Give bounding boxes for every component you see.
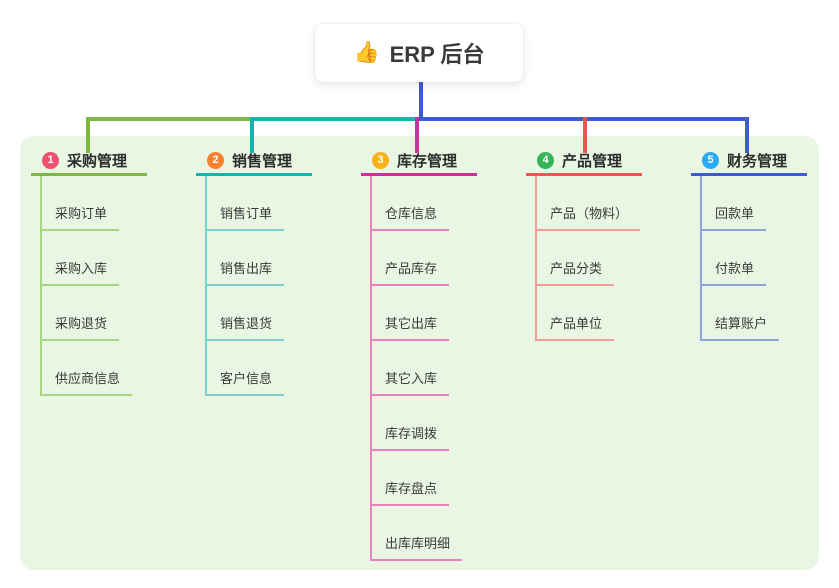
child-node: 其它出库 [372,286,477,341]
branch-title[interactable]: 5 财务管理 [691,147,807,176]
child-label[interactable]: 付款单 [702,258,767,286]
branch-title[interactable]: 1 采购管理 [31,147,147,176]
child-label[interactable]: 结算账户 [702,313,780,341]
child-label[interactable]: 采购退货 [42,313,120,341]
child-node: 产品（物料） [537,176,642,231]
child-node: 库存调拨 [372,396,477,451]
child-node: 产品库存 [372,231,477,286]
child-node: 销售出库 [207,231,312,286]
branch-title[interactable]: 4 产品管理 [526,147,642,176]
child-label[interactable]: 采购入库 [42,258,120,286]
branch-badge: 1 [42,151,59,169]
branch-node: 3 库存管理 仓库信息 产品库存 其它出库 其它入库 库存调拨 库存盘点 出库库… [361,147,477,561]
branch-connector-drop [415,117,419,153]
child-node: 库存盘点 [372,451,477,506]
branch-badge: 3 [372,151,389,169]
branch-node: 5 财务管理 回款单 付款单 结算账户 [691,147,807,341]
child-node: 产品单位 [537,286,642,341]
child-label[interactable]: 产品（物料） [537,203,641,231]
child-label[interactable]: 采购订单 [42,203,120,231]
branch-badge: 4 [537,151,554,169]
branch-node: 1 采购管理 采购订单 采购入库 采购退货 供应商信息 [31,147,147,396]
branch-children: 仓库信息 产品库存 其它出库 其它入库 库存调拨 库存盘点 出库库明细 [370,176,477,561]
child-node: 采购入库 [42,231,147,286]
branch-connector-drop [86,117,90,153]
branch-badge: 2 [207,151,224,169]
branch-connector-drop [250,117,254,153]
child-node: 销售退货 [207,286,312,341]
branch-label: 库存管理 [397,152,458,170]
child-node: 仓库信息 [372,176,477,231]
child-label[interactable]: 出库库明细 [372,533,463,561]
child-label[interactable]: 库存调拨 [372,423,450,451]
child-node: 其它入库 [372,341,477,396]
child-node: 回款单 [702,176,807,231]
child-node: 产品分类 [537,231,642,286]
connector-bar-left [86,117,252,121]
child-label[interactable]: 客户信息 [207,368,285,396]
branch-children: 采购订单 采购入库 采购退货 供应商信息 [40,176,147,396]
branch-badge: 5 [702,151,719,169]
child-label[interactable]: 库存盘点 [372,478,450,506]
branch-node: 2 销售管理 销售订单 销售出库 销售退货 客户信息 [196,147,312,396]
branch-label: 产品管理 [562,152,623,170]
thumbs-up-icon: 👍 [353,41,380,64]
branch-connector-drop [583,117,587,153]
child-label[interactable]: 其它出库 [372,313,450,341]
branch-node: 4 产品管理 产品（物料） 产品分类 产品单位 [526,147,642,341]
connector-bar-middle [250,117,419,121]
child-node: 供应商信息 [42,341,147,396]
root-connector-line [419,82,423,120]
child-node: 付款单 [702,231,807,286]
branch-title[interactable]: 2 销售管理 [196,147,312,176]
branch-children: 回款单 付款单 结算账户 [700,176,807,341]
branch-children: 产品（物料） 产品分类 产品单位 [535,176,642,341]
child-label[interactable]: 销售出库 [207,258,285,286]
child-label[interactable]: 仓库信息 [372,203,450,231]
root-node[interactable]: 👍 ERP 后台 [315,24,523,82]
child-label[interactable]: 产品库存 [372,258,450,286]
child-label[interactable]: 产品分类 [537,258,615,286]
child-node: 采购订单 [42,176,147,231]
root-node-label: ERP 后台 [389,42,485,67]
child-node: 出库库明细 [372,506,477,561]
child-label[interactable]: 产品单位 [537,313,615,341]
branch-label: 财务管理 [727,152,788,170]
child-node: 采购退货 [42,286,147,341]
branch-title[interactable]: 3 库存管理 [361,147,477,176]
branch-connector-drop [745,117,749,153]
child-label[interactable]: 其它入库 [372,368,450,396]
child-node: 结算账户 [702,286,807,341]
child-label[interactable]: 销售退货 [207,313,285,341]
child-label[interactable]: 回款单 [702,203,767,231]
branch-label: 销售管理 [232,152,293,170]
child-label[interactable]: 销售订单 [207,203,285,231]
branch-children: 销售订单 销售出库 销售退货 客户信息 [205,176,312,396]
branch-label: 采购管理 [67,152,128,170]
child-node: 销售订单 [207,176,312,231]
child-label[interactable]: 供应商信息 [42,368,133,396]
child-node: 客户信息 [207,341,312,396]
mindmap-background-panel [20,136,819,570]
